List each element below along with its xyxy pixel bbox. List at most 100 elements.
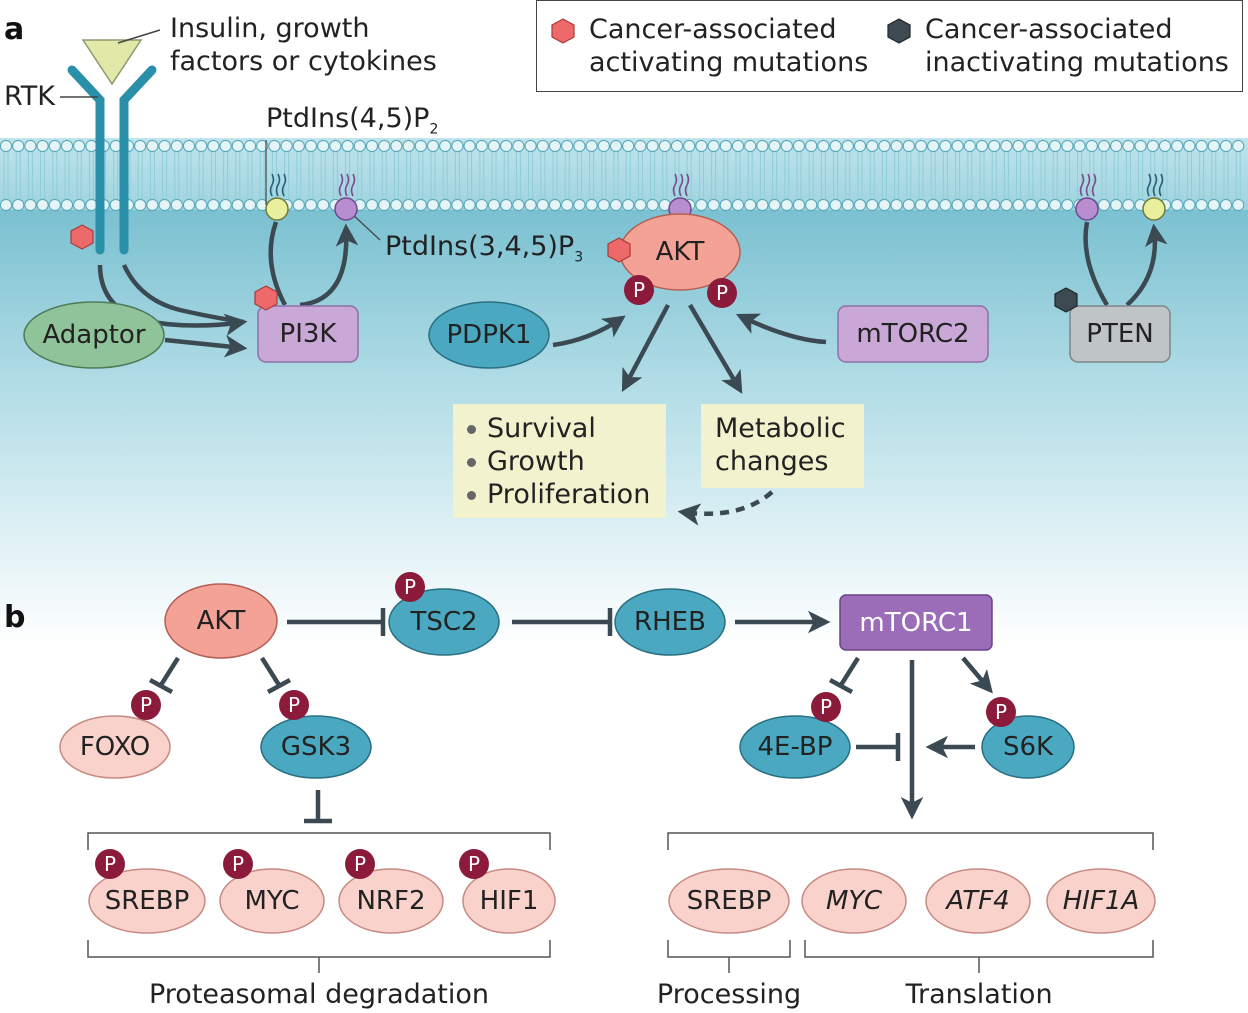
lipid-tail [1028, 152, 1034, 199]
lipid-tail [137, 152, 143, 199]
pdpk1-label: PDPK1 [446, 320, 532, 350]
lipid-tail [625, 152, 631, 199]
lipid-tail [735, 152, 741, 199]
pip3-head-pten [1075, 197, 1099, 221]
pip2-label-main: PtdIns(4,5)P [266, 103, 430, 134]
lipid-head [170, 198, 183, 212]
phospho-badge-akt-1: P [624, 275, 654, 305]
lipid-head [304, 139, 318, 153]
lipid-head [1146, 139, 1159, 153]
lipid-tail [845, 152, 851, 199]
lipid-tail [369, 152, 375, 199]
inactivating-mutation-legend-icon [887, 18, 911, 44]
lipid-tail [918, 152, 924, 199]
adaptor-label: Adaptor [42, 320, 146, 350]
atf4-translation-node [925, 868, 1031, 934]
activating-mutation-icon [70, 224, 94, 250]
akt-node-b [164, 583, 278, 659]
lipid-head [1085, 139, 1098, 153]
lipid-tail [540, 152, 546, 199]
lipid-head [207, 139, 220, 153]
lipid-tail [564, 152, 570, 199]
lipid-head [487, 198, 501, 212]
pip3-label-main: PtdIns(3,4,5)P [385, 231, 575, 262]
lipid-head [646, 198, 659, 212]
activating-mutation-legend-icon [551, 18, 575, 44]
outcome-survival: Survival [465, 412, 650, 445]
lipid-tail [1199, 152, 1205, 199]
lipid-tail [991, 152, 997, 199]
lipid-head [1110, 139, 1123, 153]
phospho-badge-akt-2: P [707, 278, 737, 308]
lipid-tail [503, 152, 509, 199]
lipid-head [1000, 198, 1013, 212]
lipid-head [792, 139, 806, 153]
lipid-tail [418, 152, 424, 199]
lipid-tail [1040, 152, 1046, 199]
lipid-head [1183, 198, 1196, 212]
lipid-tail [174, 152, 180, 199]
lipid-head [500, 198, 513, 212]
lipid-head [268, 139, 281, 153]
lipid-head [890, 198, 903, 212]
lipid-head [1207, 198, 1220, 212]
lipid-head [1195, 139, 1208, 153]
lipid-tail [454, 152, 460, 199]
lipid-tail [1138, 152, 1144, 199]
lipid-head [707, 198, 720, 212]
lipid-head [36, 139, 49, 153]
lipid-head [0, 139, 13, 153]
lipid-head [609, 198, 623, 212]
lipid-tail [235, 152, 241, 199]
lipid-tail [320, 152, 326, 199]
lipid-tail [1174, 152, 1180, 199]
lipid-tail [869, 152, 875, 199]
lipid-tail [479, 152, 485, 199]
lipid-tail [149, 152, 155, 199]
lipid-head [451, 139, 464, 153]
lipid-head [524, 198, 537, 212]
lipid-head [719, 198, 732, 212]
lipid-head [1219, 139, 1233, 153]
srebp-degraded-label: SREBP [104, 886, 190, 916]
lipid-tail [833, 152, 839, 199]
lipid-head [622, 139, 635, 153]
atf4-translation-label: ATF4 [946, 886, 1010, 916]
activating-mutation-icon [254, 285, 278, 311]
lipid-head [756, 198, 769, 212]
phospho-badge-tsc2: P [395, 572, 425, 602]
lipid-head [1171, 198, 1184, 212]
lipid-head [195, 139, 208, 153]
metabolic-changes-box: Metabolic changes [701, 404, 864, 488]
lipid-tail [942, 152, 948, 199]
lipid-tail [3, 152, 9, 199]
lipid-tail [784, 152, 790, 199]
lipid-head [866, 198, 879, 212]
lipid-head [573, 198, 586, 212]
lipid-head [719, 139, 732, 153]
lipid-head [609, 139, 623, 153]
lipid-head [1061, 198, 1074, 212]
lipid-head [902, 198, 915, 212]
lipid-tail [723, 152, 729, 199]
lipid-head [500, 139, 513, 153]
lipid-head [1036, 139, 1050, 153]
lipid-head [841, 139, 854, 153]
lipid-head [939, 139, 952, 153]
lipid-head [866, 139, 879, 153]
lipid-head [597, 139, 610, 153]
lipid-head [12, 198, 25, 212]
lipid-tail [52, 152, 58, 199]
lipid-head [1207, 139, 1220, 153]
lipid-tail [796, 152, 802, 199]
lipid-head [475, 139, 488, 153]
rtk-receptor [60, 29, 161, 255]
lipid-head [60, 198, 74, 212]
lipid-head [292, 139, 305, 153]
lipid-head [695, 198, 708, 212]
panel-a-letter: a [4, 12, 25, 47]
lipid-head [378, 139, 391, 153]
lipid-tail [162, 152, 168, 199]
pip2-head [265, 197, 289, 221]
